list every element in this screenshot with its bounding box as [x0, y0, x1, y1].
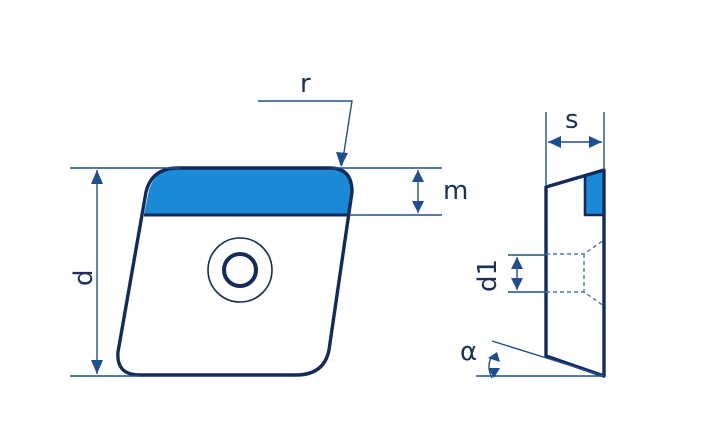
side-land-highlight	[585, 170, 604, 215]
radius-arrowhead	[336, 152, 348, 167]
radius-label: r	[300, 69, 311, 99]
land-width-dimension: m	[332, 167, 468, 216]
radius-dimension: r	[258, 69, 353, 167]
hole-diameter-dimension: d1	[473, 254, 546, 293]
insert-front-view	[116, 166, 354, 377]
insert-body-outline	[116, 166, 354, 377]
thickness-dimension: s	[545, 105, 605, 186]
mounting-hole-inner	[222, 252, 258, 288]
clearance-angle-label: α	[460, 337, 477, 367]
insert-side-view	[544, 168, 606, 378]
hole-hidden-lines	[546, 239, 605, 255]
thickness-label: s	[565, 105, 579, 135]
diameter-label: d	[69, 269, 99, 286]
cutting-edge-land-highlight	[144, 168, 352, 215]
land-width-label: m	[443, 176, 468, 206]
inscribed-diameter-dimension: d	[69, 167, 180, 377]
clearance-angle-dimension: α	[460, 337, 605, 379]
mounting-hole-outer	[207, 237, 273, 303]
hole-diameter-label: d1	[473, 259, 503, 292]
